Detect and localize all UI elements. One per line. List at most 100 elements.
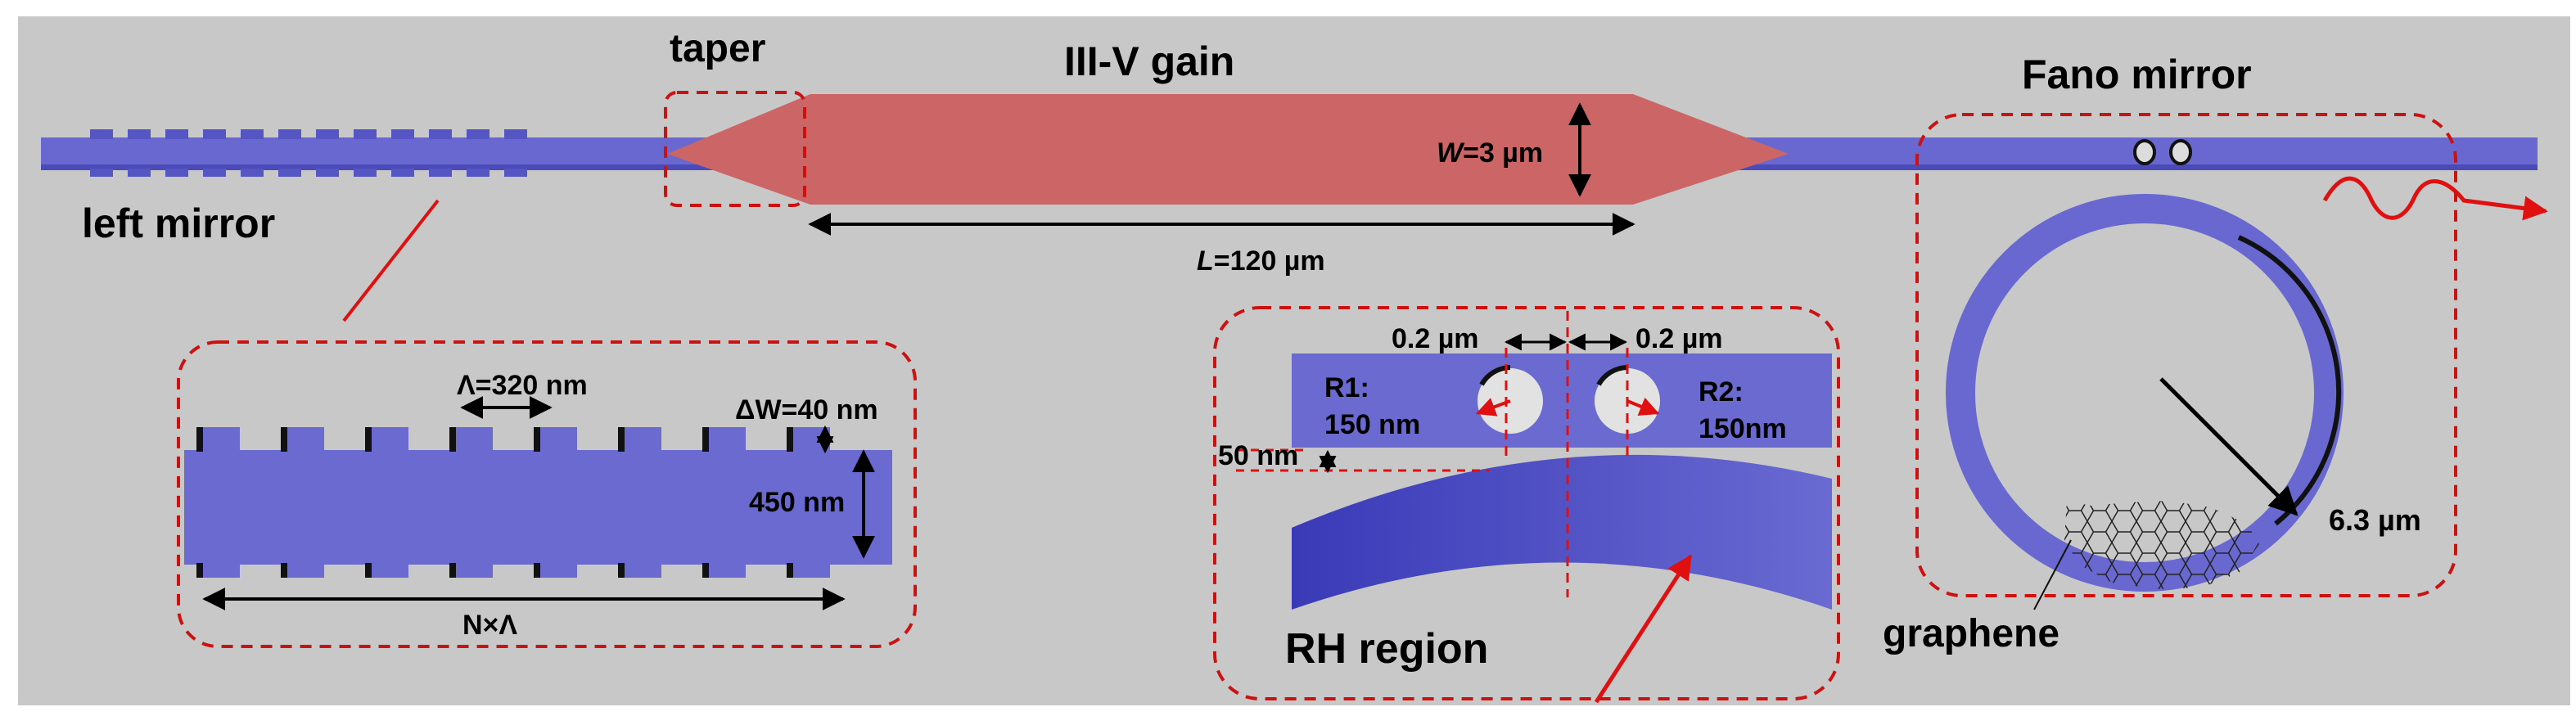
wg-width-label: 450 nm [749, 487, 845, 518]
grating-tooth [354, 169, 377, 177]
grating-leader-line [342, 199, 440, 322]
grating-tooth [278, 129, 301, 139]
inset-tooth [372, 563, 408, 578]
gain-section [667, 94, 1789, 205]
length-val: =120 µm [1214, 245, 1325, 277]
inset-tooth-shadow [449, 563, 456, 578]
r1-label: R1: 150 nm [1324, 372, 1420, 440]
inset-tooth-shadow [365, 563, 372, 578]
fano-box [1915, 113, 2457, 597]
grating-tooth [203, 129, 226, 139]
inset-tooth [456, 563, 493, 578]
period-label: Λ=320 nm [457, 370, 588, 401]
grating-tooth [165, 129, 188, 139]
inset-tooth [540, 427, 577, 452]
width-var: W [1437, 137, 1465, 169]
grating-tooth [90, 129, 113, 139]
rh-ring-band-cut [1292, 562, 1832, 622]
r1-line1: R1: [1324, 372, 1369, 403]
grating-tooth [241, 169, 264, 177]
inset-tooth-shadow [787, 563, 793, 578]
output-light-icon [2322, 176, 2548, 221]
fano-hole-left [2133, 139, 2156, 165]
width-val: =3 µm [1463, 137, 1543, 169]
inset-tooth [709, 563, 746, 578]
r2-radius-arrow [1626, 397, 1660, 417]
grating-tooth [203, 169, 226, 177]
r1-radius-arrow [1475, 398, 1511, 417]
r2-line1: R2: [1699, 376, 1744, 408]
inset-waveguide [184, 450, 892, 565]
grating-tooth [504, 169, 527, 177]
fano-mirror-label: Fano mirror [2022, 52, 2252, 97]
inset-tooth [540, 563, 577, 578]
inset-tooth-shadow [281, 427, 287, 452]
inset-tooth-shadow [534, 427, 540, 452]
inset-tooth-shadow [196, 427, 203, 452]
inset-tooth-shadow [449, 427, 456, 452]
r2-label: R2: 150nm [1699, 376, 1787, 444]
inset-tooth-shadow [196, 563, 203, 578]
inset-tooth [372, 427, 408, 452]
length-var: L [1197, 245, 1214, 277]
gain-label: III-V gain [1064, 38, 1234, 84]
gap-right-label: 0.2 µm [1635, 323, 1723, 354]
taper-label: taper [670, 27, 765, 70]
inset-tooth-shadow [702, 563, 709, 578]
grating-tooth [316, 169, 339, 177]
rh-hole-right-shadow [1596, 365, 1628, 386]
grating-tooth [467, 129, 489, 139]
width-label: W=3 µm [1437, 137, 1543, 169]
ring-inner-shadow [2237, 235, 2342, 526]
inset-tooth [709, 427, 746, 452]
delta-w-label: ΔW=40 nm [735, 394, 878, 426]
left-mirror-label: left mirror [82, 200, 275, 246]
grating-tooth [429, 169, 452, 177]
inset-tooth [287, 427, 324, 452]
grating-tooth [354, 129, 377, 139]
inset-tooth [625, 427, 661, 452]
grating-inset-box [177, 340, 917, 648]
length-label: L=120 µm [1197, 245, 1325, 277]
inset-tooth-shadow [787, 427, 793, 452]
rh-waveguide [1292, 353, 1832, 448]
grating-tooth [128, 169, 151, 177]
inset-tooth [203, 427, 240, 452]
inset-tooth-shadow [281, 563, 287, 578]
inset-tooth-shadow [618, 427, 625, 452]
r2-line2: 150nm [1699, 413, 1787, 444]
ring-radius-arrow [2159, 377, 2299, 516]
grating-tooth [165, 169, 188, 177]
rh-inset-box [1213, 306, 1840, 700]
grating-tooth [90, 169, 113, 177]
grating-tooth [391, 169, 414, 177]
r1-line2: 150 nm [1324, 409, 1420, 440]
rh-pointer-arrow [1594, 554, 1693, 704]
inset-tooth [793, 563, 830, 578]
gap-50nm-label: 50 nm [1218, 440, 1298, 471]
inset-tooth-shadow [534, 563, 540, 578]
gap-left-label: 0.2 µm [1392, 323, 1479, 354]
grating-tooth [241, 129, 264, 139]
inset-tooth-shadow [702, 427, 709, 452]
n-lambda-label: N×Λ [462, 610, 517, 641]
rh-ring-band [1292, 454, 1832, 610]
grating-tooth [316, 129, 339, 139]
inset-tooth [456, 427, 493, 452]
ring-radius-label: 6.3 µm [2329, 503, 2421, 537]
grating-tooth [278, 169, 301, 177]
rh-region-label: RH region [1285, 625, 1488, 673]
grating-tooth [391, 129, 414, 139]
inset-teeth [196, 427, 830, 578]
grating-tooth [128, 129, 151, 139]
fano-hole-right [2169, 139, 2192, 165]
inset-tooth-shadow [365, 427, 372, 452]
taper-box [664, 91, 806, 207]
grating-tooth [467, 169, 489, 177]
inset-tooth-shadow [618, 563, 625, 578]
graphene-leader-line [2033, 539, 2072, 610]
inset-tooth [203, 563, 240, 578]
graphene-label: graphene [1883, 612, 2059, 655]
inset-tooth [625, 563, 661, 578]
